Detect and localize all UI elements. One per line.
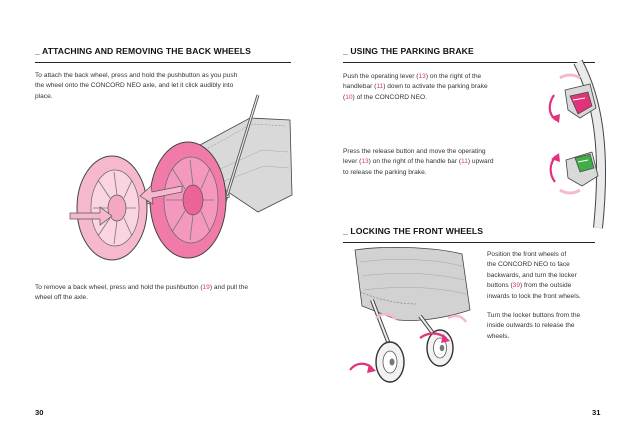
heading-rule-wheels <box>343 242 595 243</box>
detached-wheel <box>76 155 148 261</box>
brake-release-text: Press the release button and move the op… <box>343 148 494 176</box>
locker-arrow-icon-2 <box>419 332 447 339</box>
brake-activate-text: Push the operating lever (13) on the rig… <box>343 73 488 101</box>
back-wheels-heading: _ ATTACHING AND REMOVING THE BACK WHEELS <box>35 46 251 56</box>
front-wheel-left <box>375 341 405 383</box>
heading-rule-brake <box>343 62 595 63</box>
mounted-wheel <box>149 141 227 259</box>
push-arrow-icon-2 <box>139 185 183 205</box>
wheels-lock-text: Position the front wheels of the CONCORD… <box>487 251 581 300</box>
attach-wheel-text: To attach the back wheel, press and hold… <box>35 72 238 100</box>
front-wheel-right <box>426 329 454 367</box>
front-wheels-heading: _ LOCKING THE FRONT WHEELS <box>343 226 484 236</box>
locker-arrow-icon <box>349 362 373 371</box>
wheels-release-text: Turn the locker buttons from the inside … <box>487 312 581 340</box>
remove-wheel-text: To remove a back wheel, press and hold t… <box>35 284 248 302</box>
page-number-right: 31 <box>592 408 601 417</box>
brake-lever-released <box>549 151 599 195</box>
heading-rule <box>35 62 291 63</box>
page-number-left: 30 <box>35 408 44 417</box>
brake-lever-engaged <box>548 73 597 123</box>
push-arrow-icon <box>69 206 113 226</box>
parking-brake-heading: _ USING THE PARKING BRAKE <box>343 46 474 56</box>
